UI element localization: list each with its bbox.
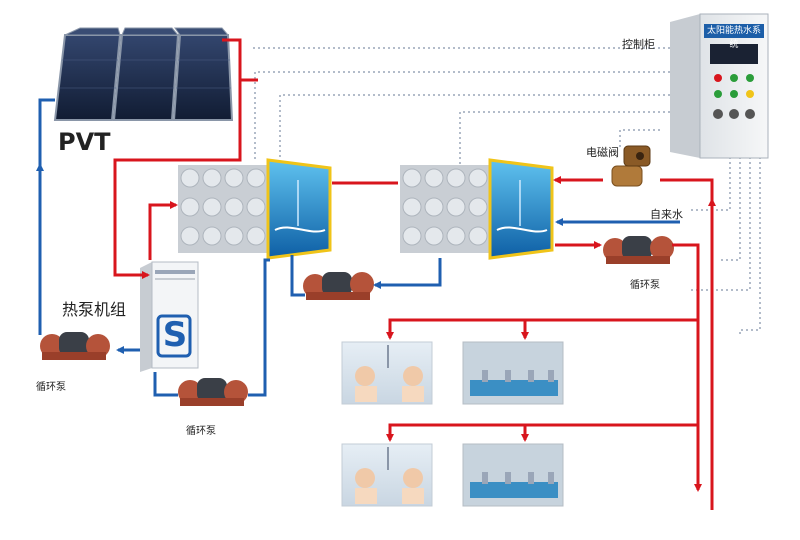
heat-pump-unit-label: 热泵机组 <box>62 300 127 319</box>
svg-text:S: S <box>163 315 188 355</box>
pvt-solar-panels <box>53 27 234 121</box>
sink-photo-top <box>462 341 564 405</box>
solenoid-valve <box>611 145 651 187</box>
control-cabinet <box>670 13 769 159</box>
cabinet-indicator-lights <box>713 74 755 119</box>
circ-pump-right-label: 循环泵 <box>630 280 660 291</box>
shower-photo-top <box>341 341 433 405</box>
control-cabinet-plate: 太阳能热水系统 <box>704 24 764 50</box>
circulation-pump-right <box>603 236 674 264</box>
cold-water-pipes <box>36 98 680 397</box>
circulation-pump-left <box>40 332 110 360</box>
circulation-pump-bottom <box>178 378 248 406</box>
circ-pump-bottom-label: 循环泵 <box>186 426 216 437</box>
heat-pump-unit: S <box>140 261 199 372</box>
signal-lines <box>250 47 761 335</box>
sink-photo-bottom <box>462 443 564 507</box>
circulation-pump-middle <box>303 272 374 300</box>
control-cabinet-label: 控制柜 <box>622 38 655 51</box>
hot-water-pipes <box>113 38 716 510</box>
water-tank-right <box>400 158 554 260</box>
tap-water-label: 自来水 <box>650 208 683 221</box>
solenoid-valve-label: 电磁阀 <box>586 146 619 159</box>
pvt-label: PVT <box>58 128 111 156</box>
circ-pump-left-label: 循环泵 <box>36 382 66 393</box>
shower-photo-bottom <box>341 443 433 507</box>
water-tank-left <box>178 158 332 260</box>
